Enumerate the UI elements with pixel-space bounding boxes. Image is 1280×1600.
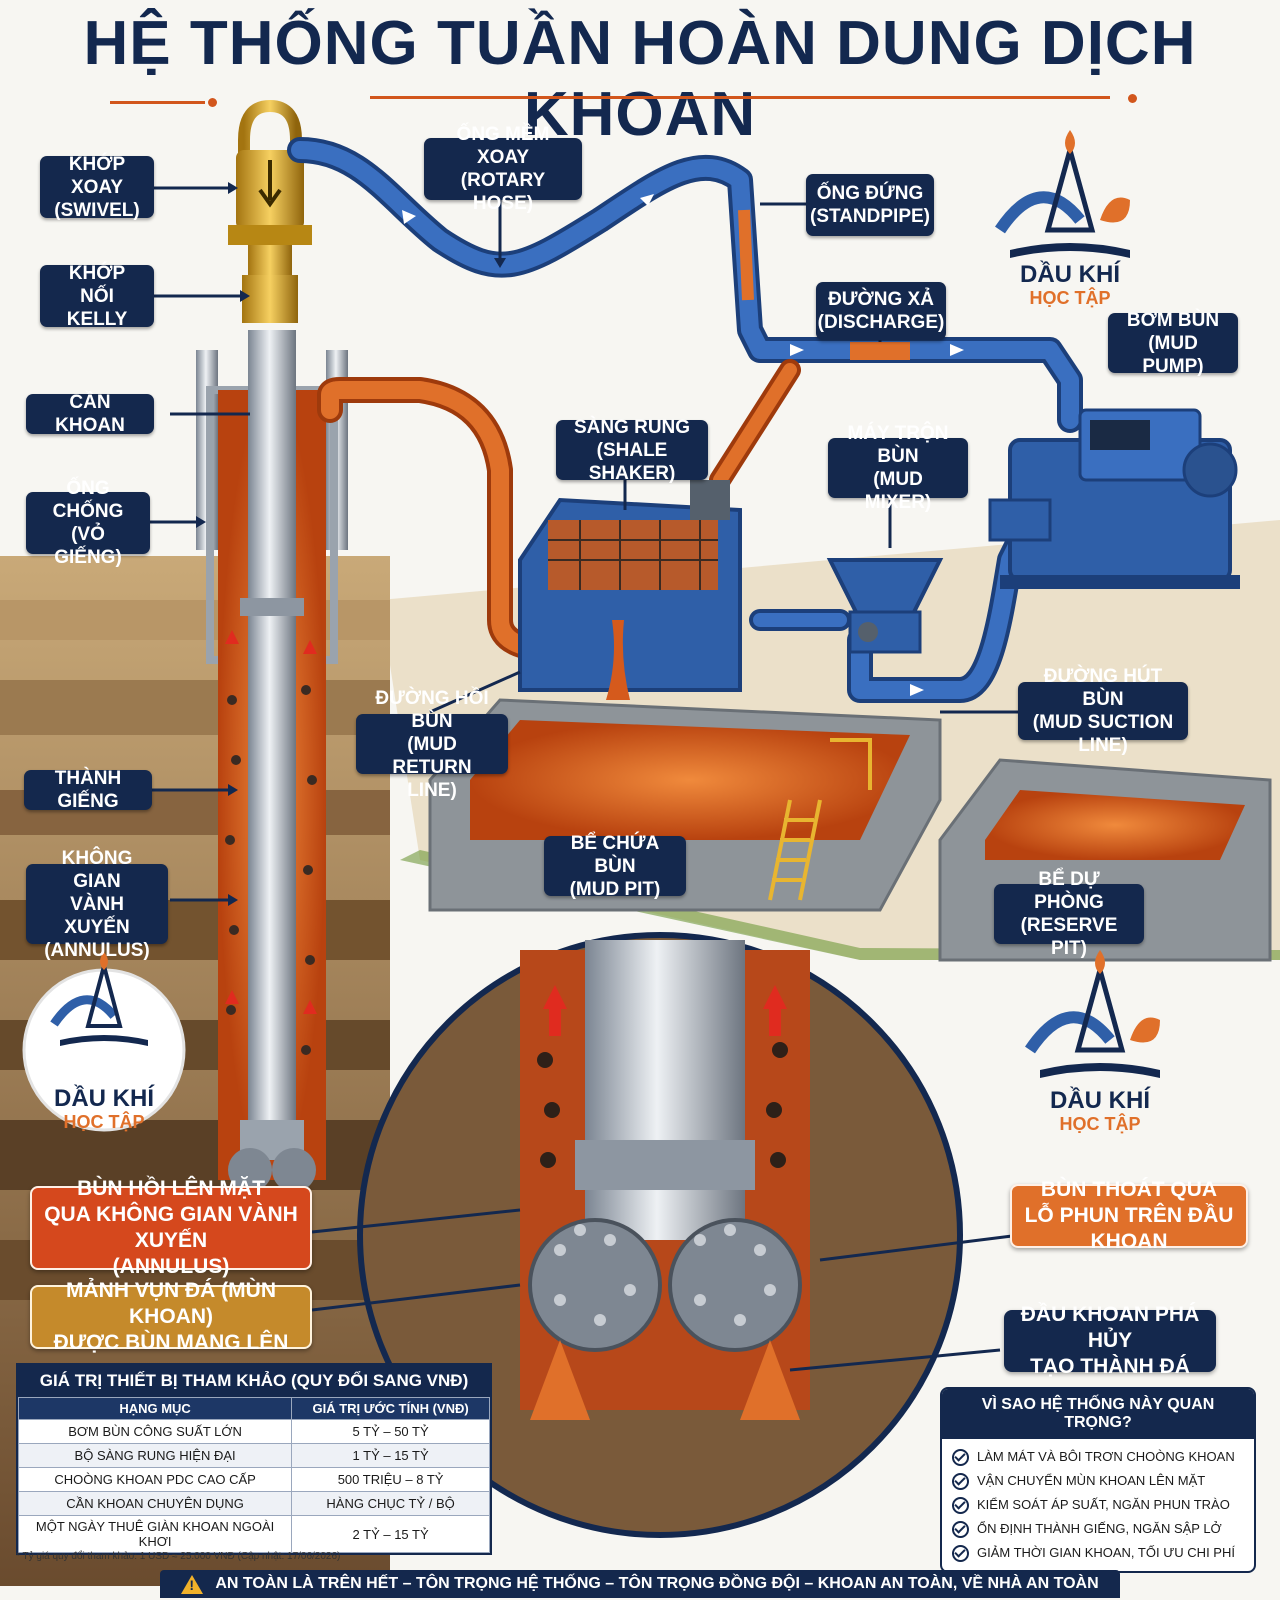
callout-jet-nozzles: BÙN THOÁT QUA LỖ PHUN TRÊN ĐẦU KHOAN bbox=[1010, 1178, 1248, 1253]
blue-flow-arrows bbox=[402, 194, 964, 696]
logo-right: DẦU KHÍ HỌC TẬP bbox=[1020, 1087, 1180, 1135]
shale-shaker bbox=[518, 480, 742, 700]
cost-table-header-item: HẠNG MỤC bbox=[17, 1397, 293, 1420]
table-row: CHOÒNG KHOAN PDC CAO CẤP 500 TRIỆU – 8 T… bbox=[17, 1467, 490, 1492]
safety-footer-banner: AN TOÀN LÀ TRÊN HẾT – TÔN TRỌNG HỆ THỐNG… bbox=[160, 1570, 1120, 1598]
logo-top-sub: HỌC TẬP bbox=[1029, 288, 1111, 308]
kelly bbox=[242, 245, 298, 323]
table-cell: HÀNG CHỤC TỶ / BỘ bbox=[291, 1491, 490, 1516]
why-important-title: VÌ SAO HỆ THỐNG NÀY QUAN TRỌNG? bbox=[942, 1389, 1254, 1439]
table-row: BƠM BÙN CÔNG SUẤT LỚN 5 TỶ – 50 TỶ bbox=[17, 1419, 490, 1444]
cuttings-dots bbox=[225, 685, 317, 1055]
logo-emblem-top bbox=[995, 130, 1130, 258]
label-mud-pump: BƠM BÙN(MUD PUMP) bbox=[1108, 310, 1238, 377]
drill-bit-small bbox=[228, 1120, 316, 1192]
title-dot-right bbox=[1128, 94, 1137, 103]
logo-left-name: DẦU KHÍ bbox=[54, 1085, 154, 1112]
table-row: BỘ SÀNG RUNG HIỆN ĐẠI 1 TỶ – 15 TỶ bbox=[17, 1443, 490, 1468]
list-item: KIỂM SOÁT ÁP SUẤT, NGĂN PHUN TRÀO bbox=[952, 1493, 1244, 1517]
table-cell: BƠM BÙN CÔNG SUẤT LỚN bbox=[17, 1419, 293, 1444]
mud-pump bbox=[988, 408, 1240, 589]
cost-table: GIÁ TRỊ THIẾT BỊ THAM KHẢO (QUY ĐỔI SANG… bbox=[16, 1363, 492, 1555]
cost-table-header-value: GIÁ TRỊ ƯỚC TÍNH (VNĐ) bbox=[291, 1397, 490, 1420]
list-item: ỔN ĐỊNH THÀNH GIẾNG, NGĂN SẬP LỞ bbox=[952, 1517, 1244, 1541]
table-cell: 1 TỶ – 15 TỶ bbox=[291, 1443, 490, 1468]
mud-return-line bbox=[317, 359, 801, 663]
label-mud-suction: ĐƯỜNG HÚT BÙN(MUD SUCTION LINE) bbox=[1018, 666, 1188, 756]
table-cell: 5 TỶ – 50 TỶ bbox=[291, 1419, 490, 1444]
check-circle-icon bbox=[952, 1544, 969, 1562]
label-standpipe: ỐNG ĐỨNG(STANDPIPE) bbox=[806, 174, 934, 236]
title-underline-right bbox=[370, 96, 1110, 99]
label-reserve-pit: BỂ DỰ PHÒNG(RESERVE PIT) bbox=[994, 869, 1144, 959]
list-item: VẬN CHUYỂN MÙN KHOAN LÊN MẶT bbox=[952, 1469, 1244, 1493]
annulus-flow-arrows bbox=[225, 630, 317, 1014]
discharge-coupling bbox=[850, 342, 910, 360]
cost-table-note: * Tỷ giá quy đổi tham khảo: 1 USD ≈ 25.0… bbox=[16, 1551, 341, 1562]
table-cell: MỘT NGÀY THUÊ GIÀN KHOAN NGOÀI KHƠI bbox=[17, 1515, 293, 1553]
warning-triangle-icon bbox=[181, 1574, 204, 1594]
blue-pipe-system bbox=[287, 137, 1083, 703]
check-circle-icon bbox=[952, 1448, 969, 1466]
label-swivel: KHỚP XOAY(SWIVEL) bbox=[40, 154, 154, 221]
logo-right-sub: HỌC TẬP bbox=[1059, 1114, 1141, 1134]
logo-left-sub: HỌC TẬP bbox=[63, 1112, 145, 1132]
callout-cuttings: MẢNH VỤN ĐÁ (MÙN KHOAN) ĐƯỢC BÙN MANG LÊ… bbox=[30, 1279, 312, 1354]
list-item: GIẢM THỜI GIAN KHOAN, TỐI ƯU CHI PHÍ bbox=[952, 1541, 1244, 1565]
logo-top: DẦU KHÍ HỌC TẬP bbox=[990, 261, 1150, 309]
callout-mud-return-annulus: BÙN HỒI LÊN MẶT QUA KHÔNG GIAN VÀNH XUYẾ… bbox=[30, 1177, 312, 1278]
label-wellbore-wall: THÀNH GIẾNG bbox=[24, 768, 152, 812]
table-cell: 2 TỶ – 15 TỶ bbox=[291, 1515, 490, 1553]
table-cell: CẦN KHOAN CHUYÊN DỤNG bbox=[17, 1491, 293, 1516]
logo-emblem-right bbox=[1025, 950, 1160, 1078]
label-shale-shaker: SÀNG RUNG(SHALE SHAKER) bbox=[556, 417, 708, 484]
check-circle-icon bbox=[952, 1520, 969, 1538]
label-rotary-hose: ỐNG MỀM XOAY(ROTARY HOSE) bbox=[424, 124, 582, 214]
magnified-drill-bit-view bbox=[357, 932, 963, 1538]
why-important-box: VÌ SAO HỆ THỐNG NÀY QUAN TRỌNG? LÀM MÁT … bbox=[940, 1387, 1256, 1573]
mud-mixer bbox=[826, 558, 944, 654]
cost-table-grid: HẠNG MỤC GIÁ TRỊ ƯỚC TÍNH (VNĐ) BƠM BÙN … bbox=[17, 1397, 490, 1553]
cost-table-title: GIÁ TRỊ THIẾT BỊ THAM KHẢO (QUY ĐỔI SANG… bbox=[18, 1365, 490, 1397]
logo-emblem-left bbox=[50, 952, 148, 1046]
title-dot-left bbox=[208, 98, 217, 107]
table-cell: BỘ SÀNG RUNG HIỆN ĐẠI bbox=[17, 1443, 293, 1468]
leader-line-arrowheads bbox=[196, 182, 506, 906]
why-important-list: LÀM MÁT VÀ BÔI TRƠN CHOÒNG KHOAN VẬN CHU… bbox=[942, 1445, 1254, 1565]
callout-bit-breaks: ĐẦU KHOAN PHÁ HỦY TẠO THÀNH ĐÁ bbox=[1004, 1303, 1216, 1378]
list-item: LÀM MÁT VÀ BÔI TRƠN CHOÒNG KHOAN bbox=[952, 1445, 1244, 1469]
mud-pit-ladder bbox=[768, 799, 822, 901]
table-row: MỘT NGÀY THUÊ GIÀN KHOAN NGOÀI KHƠI 2 TỶ… bbox=[17, 1515, 490, 1553]
swivel bbox=[228, 99, 312, 245]
label-mud-pit: BỂ CHỨA BÙN(MUD PIT) bbox=[544, 833, 686, 900]
table-row: CẦN KHOAN CHUYÊN DỤNG HÀNG CHỤC TỶ / BỘ bbox=[17, 1491, 490, 1516]
check-circle-icon bbox=[952, 1472, 969, 1490]
drill-pipe bbox=[248, 330, 296, 1130]
title-underline-left bbox=[110, 101, 205, 104]
page-title: HỆ THỐNG TUẦN HOÀN DUNG DỊCH KHOAN bbox=[83, 9, 1197, 149]
label-casing: ỐNG CHỐNG(VỎ GIẾNG) bbox=[26, 478, 150, 568]
standpipe-orange-segment bbox=[738, 209, 754, 301]
label-drill-pipe: CẦN KHOAN bbox=[26, 392, 154, 436]
table-cell: 500 TRIỆU – 8 TỶ bbox=[291, 1467, 490, 1492]
logo-left: DẦU KHÍ HỌC TẬP bbox=[24, 1085, 184, 1133]
logo-right-name: DẦU KHÍ bbox=[1050, 1087, 1150, 1114]
label-mud-mixer: MÁY TRỘN BÙN(MUD MIXER) bbox=[828, 423, 968, 513]
table-cell: CHOÒNG KHOAN PDC CAO CẤP bbox=[17, 1467, 293, 1492]
logo-top-name: DẦU KHÍ bbox=[1020, 261, 1120, 288]
check-circle-icon bbox=[952, 1496, 969, 1514]
label-mud-return: ĐƯỜNG HỒI BÙN(MUD RETURN LINE) bbox=[356, 688, 508, 801]
label-leader-lines bbox=[150, 186, 1018, 1372]
label-discharge: ĐƯỜNG XẢ(DISCHARGE) bbox=[816, 282, 946, 340]
safety-footer-text: AN TOÀN LÀ TRÊN HẾT – TÔN TRỌNG HỆ THỐNG… bbox=[215, 1575, 1099, 1592]
